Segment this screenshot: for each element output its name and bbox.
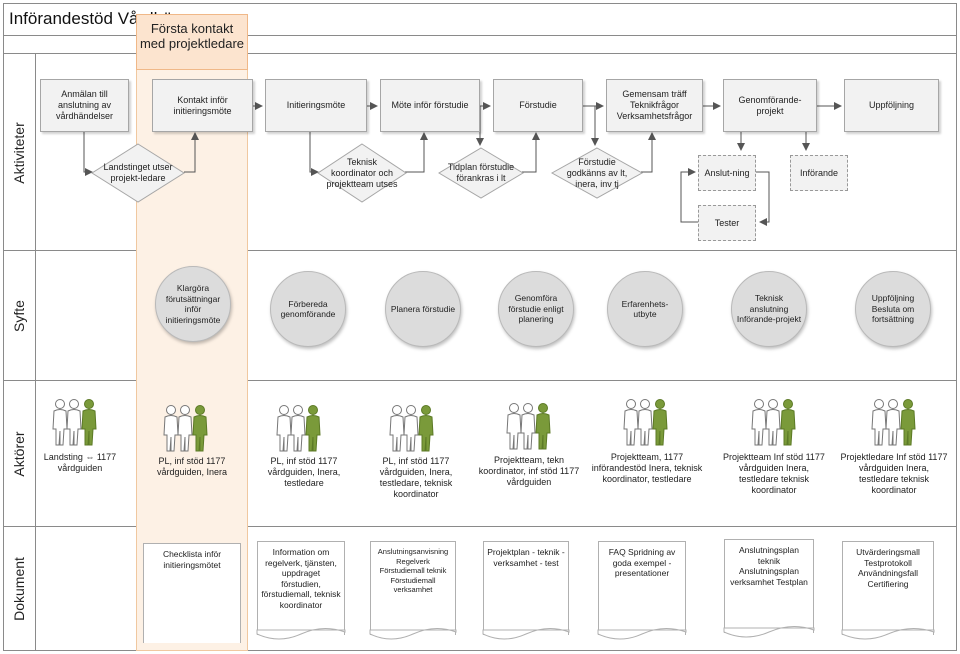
subactivity-inforande[interactable]: Införande [790,155,848,191]
document-card[interactable]: Utvärderingsmall Testprotokoll Användnin… [842,541,934,635]
decision-tidplan-label: Tidplan förstudie förankras i lt [447,162,515,183]
document-card[interactable]: Anslutningsplan teknik Anslutningsplan v… [724,539,814,633]
purpose-circle: Planera förstudie [385,271,461,347]
diagram-frame [3,3,957,651]
actor-label: Projektteam, tekn koordinator, inf stöd … [478,455,580,487]
actor-label: Projektteam Inf stöd 1177 vårdguiden Ine… [723,452,825,495]
decision-tidplan[interactable] [437,146,525,200]
actor-label: Landsting ⇔ 1177 vårdguiden [43,452,117,473]
purpose-circle: Teknisk anslutning Införande-projekt [731,271,807,347]
activity-gemensam-traff[interactable]: Gemensam träff Teknikfrågor Verksamhetsf… [606,79,703,132]
page-title: Införandestöd Vårdhä [3,3,957,36]
lane-header-syfte: Syfte [3,251,36,381]
actor-label: PL, inf stöd 1177 vårdguiden, Inera, tes… [267,456,341,488]
activity-uppfoljning[interactable]: Uppföljning [844,79,939,132]
purpose-circle: Förbereda genomförande [270,271,346,347]
highlight-column-header: Första kontakt med projektledare [136,14,248,70]
lane-aktiviteter [3,54,957,251]
actor-label: PL, inf stöd 1177 vårdguiden, Inera [156,456,228,477]
document-card[interactable]: FAQ Spridning av goda exempel - presenta… [598,541,686,635]
header-strip [3,36,957,54]
document-card[interactable]: Anslutningsanvisning Regelverk Förstudie… [370,541,456,635]
decision-landstinget[interactable] [90,142,186,204]
lane-syfte [3,251,957,381]
document-card[interactable]: Checklista inför initieringsmötet [143,543,241,643]
purpose-circle: Erfarenhets-utbyte [607,271,683,347]
lane-aktorer [3,381,957,527]
document-card[interactable]: Projektplan - teknik - verksamhet - test [483,541,569,635]
decision-landstinget-label: Landstinget utser projekt-ledare [103,162,173,183]
decision-forstudie-godkanns-label: Förstudie godkänns av lt, inera, inv tj [566,156,628,189]
actor-label: Projektledare Inf stöd 1177 vårdguiden I… [840,452,948,495]
decision-teknisk-koordinator[interactable] [316,142,408,204]
activity-anmalan[interactable]: Anmälan till anslutning av vårdhändelser [40,79,129,132]
subactivity-tester[interactable]: Tester [698,205,756,241]
lane-header-aktorer: Aktörer [3,381,36,527]
purpose-circle: Genomföra förstudie enligt planering [498,271,574,347]
activity-kontakt[interactable]: Kontakt inför initieringsmöte [152,79,253,132]
decision-forstudie-godkanns[interactable] [550,146,644,200]
purpose-circle: Klargöra förutsättningar inför initierin… [155,266,231,342]
decision-teknisk-koordinator-label: Teknisk koordinator och projektteam utse… [326,156,398,189]
lane-header-aktiviteter: Aktiviteter [3,54,36,251]
actor-label: PL, inf stöd 1177 vårdguiden, Inera, tes… [379,456,453,499]
lane-header-dokument: Dokument [3,527,36,651]
activity-genomforandeprojekt[interactable]: Genomförande-projekt [723,79,817,132]
activity-initieringsmote[interactable]: Initieringsmöte [265,79,367,132]
activity-forstudie[interactable]: Förstudie [493,79,583,132]
subactivity-anslutning[interactable]: Anslut-ning [698,155,756,191]
purpose-circle: Uppföljning Besluta om fortsättning [855,271,931,347]
activity-mote-infor-forstudie[interactable]: Möte inför förstudie [380,79,480,132]
document-card[interactable]: Information om regelverk, tjänsten, uppd… [257,541,345,635]
actor-label: Projektteam, 1177 införandestöd Inera, t… [591,452,703,484]
